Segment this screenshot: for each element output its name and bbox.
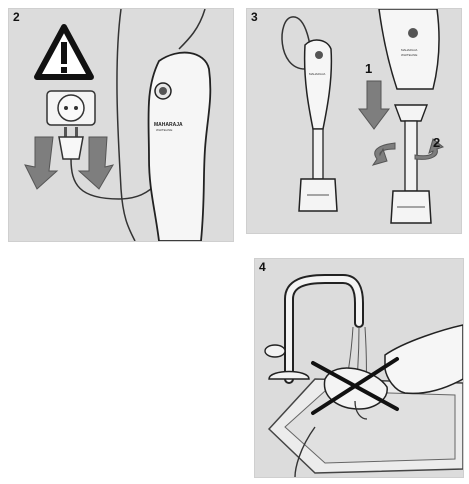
down-arrow-right-icon: [79, 137, 113, 189]
warning-icon: [37, 27, 91, 77]
brand-sub-label: WHITELINE: [401, 53, 417, 57]
motor-unit-icon: MAHARAJA WHITELINE: [379, 9, 439, 89]
brand-label-2: MAHARAJA: [401, 48, 417, 52]
wall-socket-icon: [47, 91, 95, 125]
down-arrow-icon: [359, 81, 389, 129]
step-4-illustration: [255, 259, 463, 477]
down-arrow-left-icon: [25, 137, 57, 189]
step-4-panel: 4: [254, 258, 464, 478]
brand-label: MAHARAJA: [309, 72, 325, 76]
step-arrow-2-label: 2: [433, 135, 440, 150]
step-2-illustration: MAHARAJA WHITELINE: [9, 9, 233, 241]
step-2-panel: 2 MAHARA: [8, 8, 234, 242]
blending-shaft-icon: [391, 105, 431, 223]
step-arrow-1-label: 1: [365, 61, 372, 76]
assembled-blender-icon: MAHARAJA: [299, 40, 337, 211]
hand-blender-icon: MAHARAJA WHITELINE: [148, 53, 210, 241]
rotate-arrow-left-icon: [373, 143, 395, 165]
brand-sub-label: WHITELINE: [156, 128, 172, 132]
step-3-illustration: MAHARAJA MAHARAJA WHITELINE 1 2: [247, 9, 461, 233]
step-3-panel: 3 MAHARAJA MAHARAJA WHITELINE 1: [246, 8, 462, 234]
